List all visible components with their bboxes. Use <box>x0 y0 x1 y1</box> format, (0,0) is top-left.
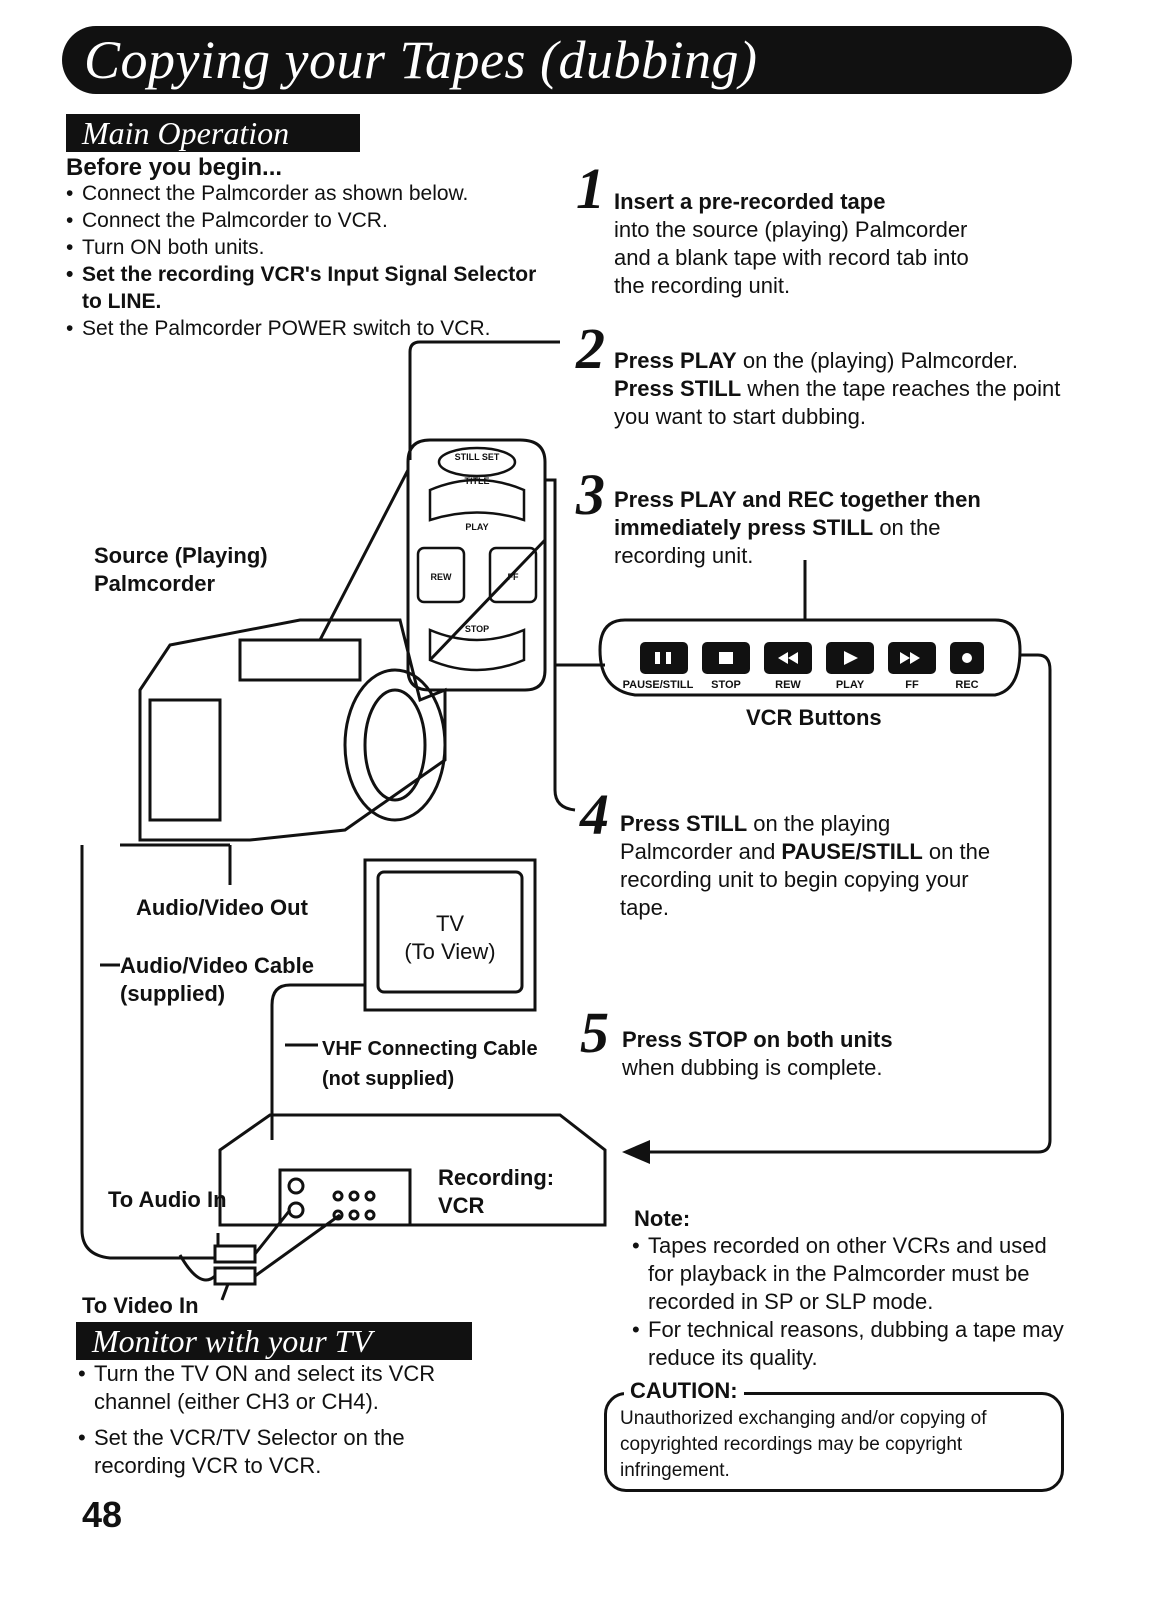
step-1-bold: Insert a pre-recorded tape <box>614 189 886 214</box>
source-palmcorder-label: Source (Playing) Palmcorder <box>94 543 268 596</box>
list-item: Set the VCR/TV Selector on the recording… <box>78 1424 498 1480</box>
remote-label-rew: REW <box>431 572 453 582</box>
vcr-label-pause-still: PAUSE/STILL <box>623 679 694 691</box>
page-title: Copying your Tapes (dubbing) <box>84 30 758 90</box>
pointer-line-step4 <box>545 478 576 812</box>
step-4-text: Press STILL on the playing Palmcorder an… <box>620 810 1000 922</box>
step-1-body: into the source (playing) Palmcorder and… <box>614 217 969 298</box>
before-you-begin-list: Connect the Palmcorder as shown below. C… <box>66 180 566 342</box>
arrow-line-to-vcr <box>640 653 1052 1154</box>
tv-label-line-1: TV <box>435 911 465 936</box>
tv-outline <box>363 858 537 1012</box>
vcr-label-stop: STOP <box>711 679 741 691</box>
vcr-body <box>218 1113 607 1227</box>
arrowhead-icon <box>622 1140 650 1164</box>
step-2-bold-2: Press STILL <box>614 376 742 401</box>
note-list: Tapes recorded on other VCRs and used fo… <box>632 1232 1072 1372</box>
page-number: 48 <box>82 1494 123 1535</box>
vhf-cable <box>270 983 365 1140</box>
before-you-begin-heading: Before you begin... <box>66 154 283 181</box>
list-item: Turn ON both units. <box>66 234 566 261</box>
to-audio-in-label: To Audio In <box>108 1187 227 1212</box>
vcr-label-rew: REW <box>775 679 801 691</box>
list-item: Turn the TV ON and select its VCR channe… <box>78 1360 498 1416</box>
palmcorder-body <box>138 618 447 842</box>
tv-label: TV (To View) <box>378 910 522 966</box>
step-1-text: Insert a pre-recorded tape into the sour… <box>614 188 1004 300</box>
vcr-buttons-panel <box>598 618 1022 697</box>
step-4-bold-1: Press STILL <box>620 811 748 836</box>
list-item: Tapes recorded on other VCRs and used fo… <box>632 1232 1072 1316</box>
list-item: Connect the Palmcorder as shown below. <box>66 180 566 207</box>
audio-video-cable-label: Audio/Video Cable (supplied) <box>120 953 314 1006</box>
remote-label-title: TITLE <box>465 476 490 486</box>
step-4-body-1: on the playing Palmcorder and <box>620 811 891 864</box>
vcr-pause-still-button <box>640 642 688 674</box>
monitor-list: Turn the TV ON and select its VCR channe… <box>78 1360 498 1480</box>
step-1-number: 1 <box>576 156 605 221</box>
vcr-label-rec: REC <box>955 679 978 691</box>
main-operation-heading-text: Main Operation <box>82 114 290 151</box>
step-5-bold: Press STOP on both units <box>622 1027 893 1052</box>
step-2-body-1: on the (playing) Palmcorder. <box>736 348 1018 373</box>
recording-vcr-label: Recording: VCR <box>438 1165 555 1218</box>
monitor-heading-text: Monitor with your TV <box>92 1322 373 1359</box>
step-5-body: when dubbing is complete. <box>622 1055 883 1080</box>
monitor-heading: Monitor with your TV <box>76 1322 472 1360</box>
tv-label-line-2: (To View) <box>404 939 496 964</box>
page-title-banner: Copying your Tapes (dubbing) <box>62 26 1072 94</box>
step-3-text: Press PLAY and REC together then immedia… <box>614 486 1034 570</box>
step-3-number: 3 <box>576 462 605 527</box>
pointer-line-power <box>408 340 560 460</box>
vcr-label-play: PLAY <box>836 679 865 691</box>
remote-label-ff: FF <box>508 572 519 582</box>
step-4-number: 4 <box>580 782 609 847</box>
caution-text: Unauthorized exchanging and/or copying o… <box>620 1408 987 1481</box>
remote-label-still-set: STILL SET <box>455 452 500 462</box>
step-2-bold-1: Press PLAY <box>614 348 737 373</box>
step-2-text: Press PLAY on the (playing) Palmcorder. … <box>614 347 1064 431</box>
to-video-in-label: To Video In <box>82 1293 199 1318</box>
av-cable <box>80 845 215 1260</box>
step-4-bold-2: PAUSE/STILL <box>781 839 923 864</box>
step-3-bold: Press PLAY and REC together then immedia… <box>614 487 981 540</box>
step-3-body: on the recording unit. <box>614 515 941 568</box>
vcr-label-ff: FF <box>905 679 919 691</box>
step-5-number: 5 <box>580 1000 609 1065</box>
main-operation-heading: Main Operation <box>66 114 360 152</box>
step-5-text: Press STOP on both units when dubbing is… <box>622 1026 1022 1082</box>
step-2-number: 2 <box>576 316 605 381</box>
list-item: Set the recording VCR's Input Signal Sel… <box>66 261 542 315</box>
note-heading: Note: <box>634 1206 691 1231</box>
list-item: Connect the Palmcorder to VCR. <box>66 207 566 234</box>
caution-heading: CAUTION: <box>624 1378 744 1404</box>
audio-video-out-label: Audio/Video Out <box>136 895 308 920</box>
step-2-body-2: when the tape reaches the point you want… <box>614 376 1061 429</box>
remote-label-play: PLAY <box>465 522 488 532</box>
vcr-buttons-caption: VCR Buttons <box>746 705 882 730</box>
step-4-body-2: on the recording unit to begin copying y… <box>620 839 991 920</box>
caution-box <box>604 1392 1064 1492</box>
vhf-cable-label: VHF Connecting Cable (not supplied) <box>322 1038 538 1090</box>
remote-label-stop: STOP <box>465 624 489 634</box>
list-item: Set the Palmcorder POWER switch to VCR. <box>66 315 566 342</box>
list-item: For technical reasons, dubbing a tape ma… <box>632 1316 1072 1372</box>
